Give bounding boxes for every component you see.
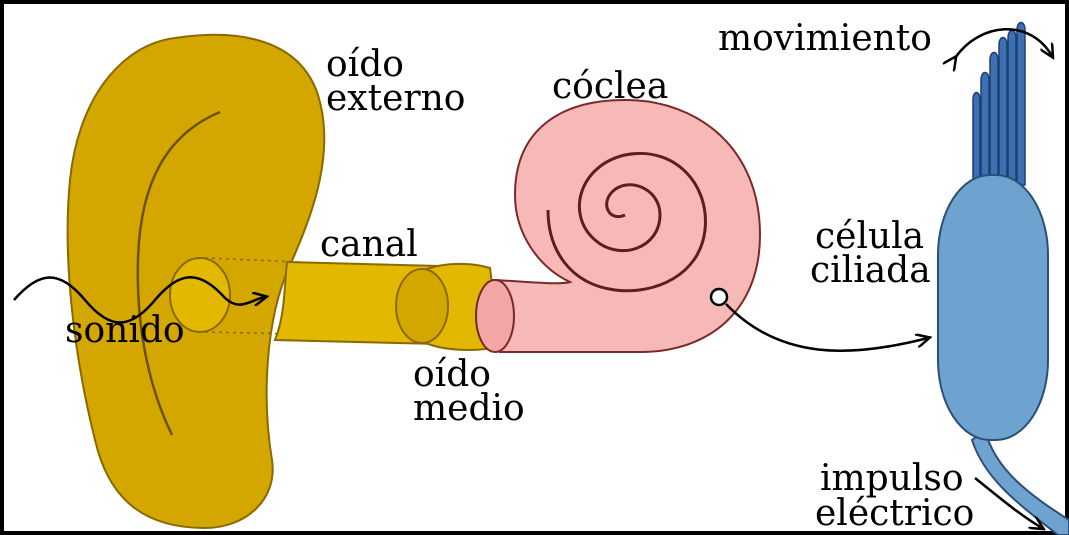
sound-label: sonido: [65, 310, 185, 351]
auditory-canal: [275, 262, 500, 350]
cilium: [999, 38, 1007, 186]
cilium: [973, 93, 980, 186]
cilium: [1008, 31, 1016, 186]
hair-cell-label-line2: ciliada: [810, 250, 931, 291]
electric-impulse-label-line2: eléctrico: [815, 493, 974, 534]
cilium: [1017, 23, 1025, 186]
cilium: [981, 73, 989, 186]
cochlea-body: [495, 100, 760, 352]
outer-ear-label-line2: externo: [326, 78, 465, 119]
hair-cell-body: [938, 175, 1048, 440]
cochlea-opening: [476, 280, 514, 352]
movement-label: movimiento: [718, 18, 932, 59]
middle-ear-label-line2: medio: [413, 388, 525, 429]
middle-ear-disc: [396, 269, 448, 343]
cochlea-label: cóclea: [552, 66, 668, 107]
cilium: [990, 53, 998, 186]
cochlea-hair-cell-point: [711, 289, 727, 305]
canal-label: canal: [320, 224, 418, 265]
